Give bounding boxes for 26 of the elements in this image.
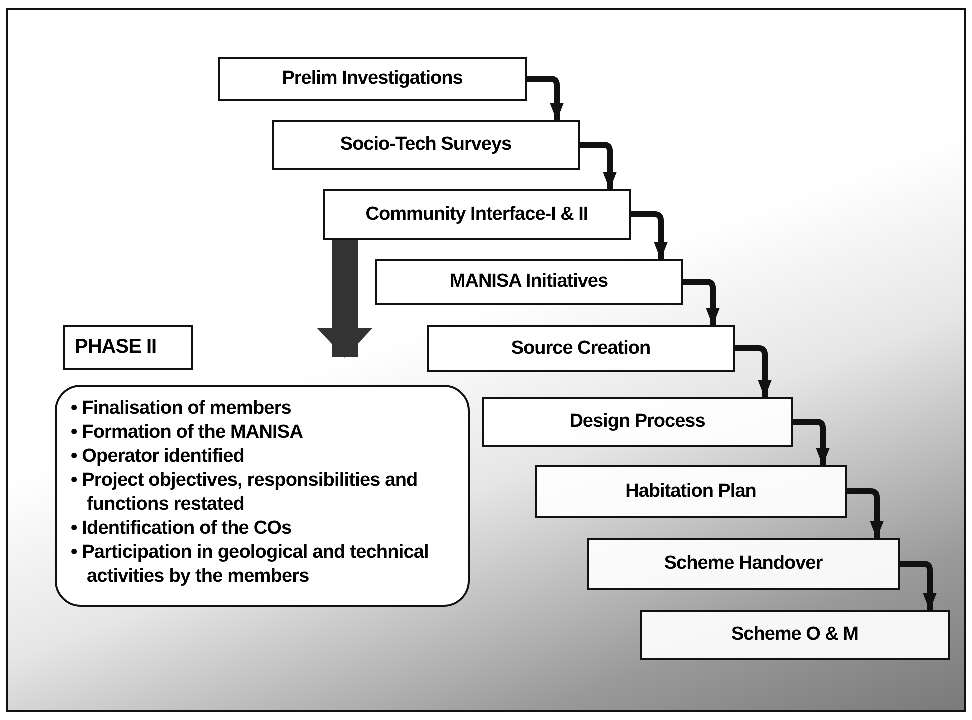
arrow [793, 419, 830, 466]
arrow [683, 279, 720, 326]
bullet-item: • Formation of the MANISA [71, 421, 304, 445]
bullet-item: • Finalisation of members [71, 397, 292, 421]
step-box: Source Creation [427, 325, 735, 372]
bullet-list-box [55, 385, 470, 607]
step-box: Habitation Plan [535, 465, 847, 518]
step-box: Scheme Handover [587, 538, 900, 590]
step-box: Prelim Investigations [218, 57, 527, 101]
arrow [631, 212, 668, 260]
step-box: MANISA Initiatives [375, 259, 683, 305]
step-box: Socio-Tech Surveys [272, 120, 580, 170]
arrow [580, 142, 617, 190]
arrow [847, 488, 884, 539]
arrow [735, 346, 772, 398]
bullet-item: • Identification of the COs [71, 517, 293, 541]
step-box: Scheme O & M [640, 610, 950, 660]
arrow [900, 561, 937, 611]
phase-label: PHASE II [63, 325, 193, 370]
bullet-item: • Operator identified [71, 445, 246, 469]
arrow [527, 76, 564, 121]
arrow [317, 240, 373, 358]
step-box: Community Interface-I & II [323, 189, 631, 240]
step-box: Design Process [482, 397, 793, 447]
bullet-item: • Participation in geological and technical activities by the members [71, 541, 430, 589]
bullet-item: • Project objectives, responsibilities and functions restated [71, 469, 419, 517]
